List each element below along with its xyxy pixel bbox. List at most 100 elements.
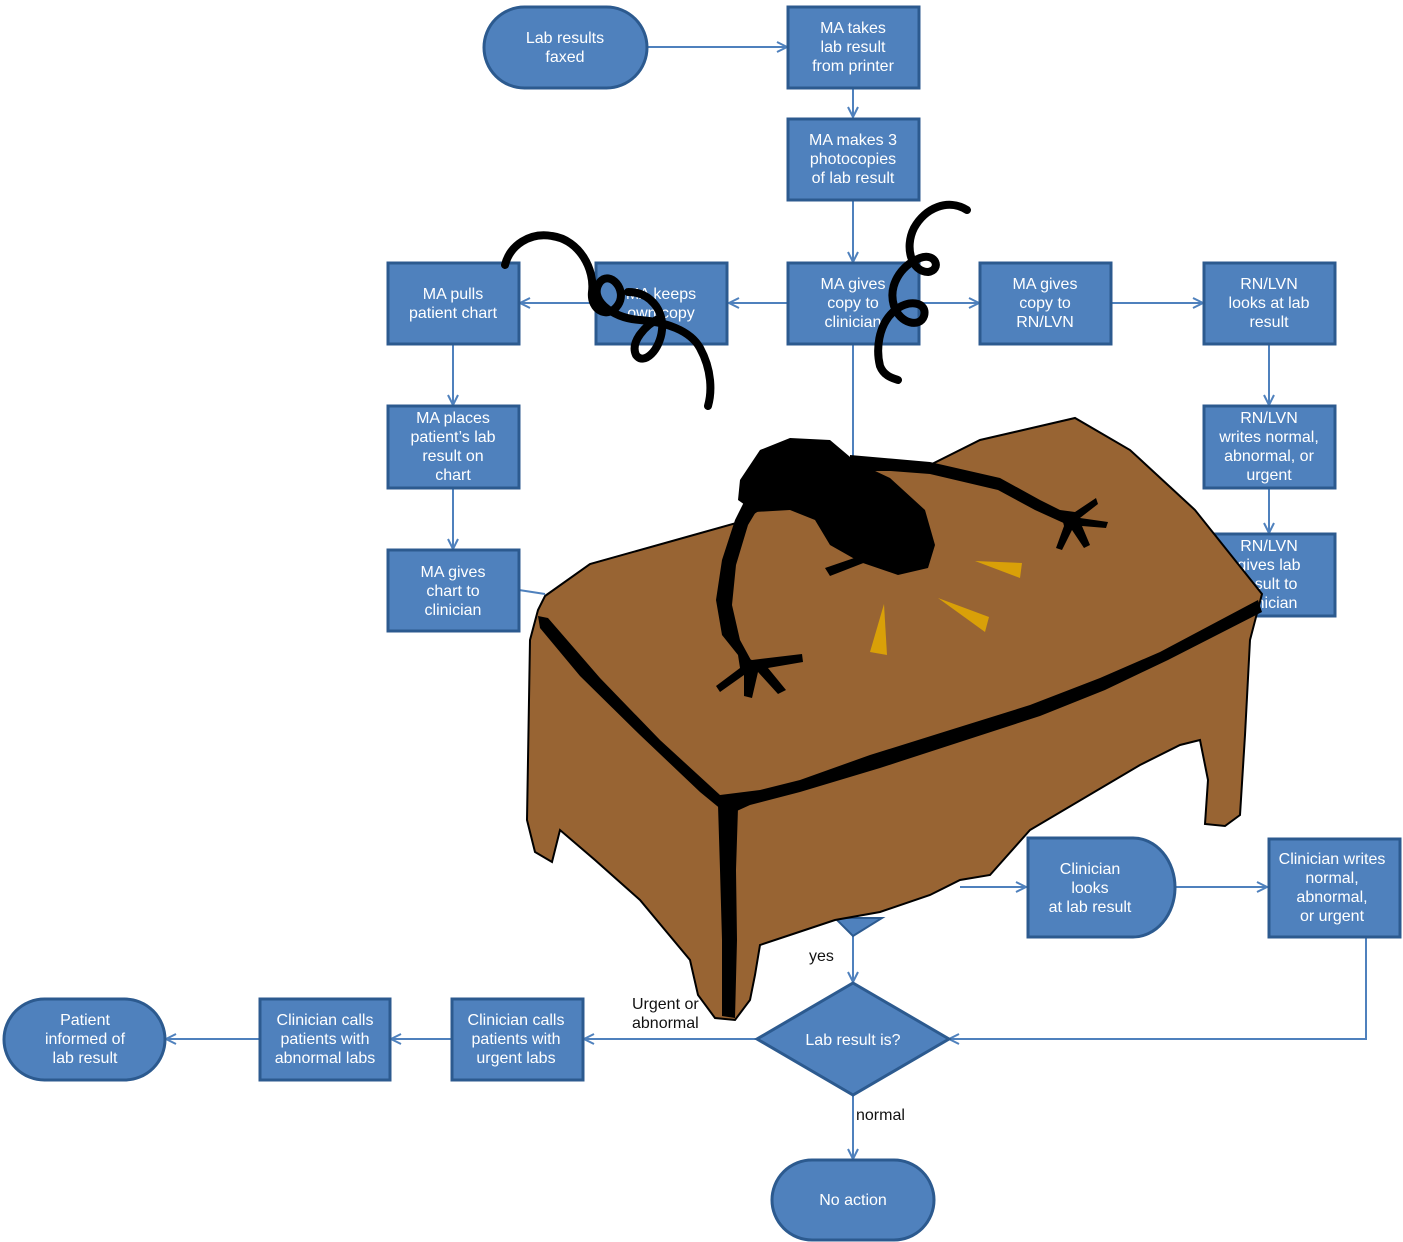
node-ma-gives-rn-line: RN/LVN	[1016, 314, 1074, 331]
node-ma-gives-clinician-line: copy to	[827, 295, 879, 312]
node-patient-informed-line: Patient	[60, 1012, 110, 1029]
node-patient-informed-line: lab result	[53, 1050, 118, 1067]
node-clinician-looks-line: looks	[1071, 880, 1108, 897]
node-ma-places-line: MA places	[416, 410, 490, 427]
node-ma-places: MA places patient’s lab result on chart	[386, 404, 521, 490]
node-clinician-calls-abnormal-line: patients with	[281, 1031, 370, 1048]
node-rn-writes-line: urgent	[1246, 467, 1292, 484]
node-rn-writes: RN/LVN writes normal, abnormal, or urgent	[1202, 404, 1337, 490]
node-clinician-calls-abnormal-line: Clinician calls	[277, 1012, 374, 1029]
node-clinician-looks-line: at lab result	[1049, 899, 1132, 916]
node-rn-looks: RN/LVN looks at lab result	[1202, 261, 1337, 346]
edges	[166, 47, 1367, 1159]
node-patient-informed-line: informed of	[45, 1031, 126, 1048]
node-rn-gives-line: RN/LVN	[1240, 538, 1298, 555]
figure-right-hand-icon	[1056, 498, 1108, 550]
hidden-decision-tip	[832, 917, 886, 938]
node-clinician-calls-abnormal-line: abnormal labs	[275, 1050, 376, 1067]
scribble-right-icon	[874, 200, 971, 384]
node-rn-looks-line: result	[1249, 314, 1289, 331]
node-clinician-writes-line: Clinician writes	[1279, 851, 1386, 868]
decision-lab-result-label: Lab result is?	[805, 1032, 900, 1049]
node-ma-takes-line: MA takes	[820, 20, 886, 37]
impact-mark-icon	[938, 598, 989, 632]
node-ma-gives-clinician-line: clinician	[825, 314, 882, 331]
node-ma-photocopies: MA makes 3 photocopies of lab result	[786, 117, 921, 202]
impact-mark-icon	[870, 604, 887, 655]
node-rn-looks-line: looks at lab	[1229, 295, 1310, 312]
node-clinician-calls-urgent-line: urgent labs	[476, 1050, 555, 1067]
node-ma-gives-rn-line: MA gives	[1013, 276, 1078, 293]
node-clinician-calls-urgent: Clinician calls patients with urgent labs	[450, 997, 585, 1082]
node-ma-gives-chart-line: MA gives	[421, 564, 486, 581]
node-ma-photocopies-line: photocopies	[810, 151, 896, 168]
node-lab-results-faxed-line: faxed	[545, 49, 584, 66]
node-no-action-label: No action	[819, 1192, 887, 1209]
edge-label-normal: normal	[856, 1107, 905, 1124]
desk-body-icon	[525, 416, 1264, 1022]
figure-right-arm-icon	[850, 455, 1070, 525]
node-clinician-calls-urgent-line: Clinician calls	[468, 1012, 565, 1029]
edge-label-yes: yes	[809, 948, 834, 965]
node-rn-writes-line: abnormal, or	[1224, 448, 1314, 465]
node-clinician-calls-urgent-line: patients with	[472, 1031, 561, 1048]
node-clinician-writes-line: normal,	[1305, 870, 1358, 887]
node-ma-photocopies-line: MA makes 3	[809, 132, 897, 149]
node-rn-writes-line: RN/LVN	[1240, 410, 1298, 427]
edge-label-urgent-or-abnormal-line: abnormal	[632, 1015, 699, 1032]
node-clinician-writes: Clinician writes normal, abnormal, or urgen…	[1267, 837, 1402, 939]
impact-mark-icon	[975, 561, 1022, 578]
node-no-action: No action	[770, 1158, 936, 1242]
node-ma-takes-line: lab result	[821, 39, 886, 56]
desk-with-head-banging-figure-icon	[525, 416, 1264, 1022]
node-ma-photocopies-line: of lab result	[812, 170, 895, 187]
node-clinician-writes-line: abnormal,	[1296, 889, 1367, 906]
node-lab-results-faxed-line: Lab results	[526, 30, 604, 47]
node-ma-places-line: patient’s lab	[410, 429, 495, 446]
node-ma-gives-clinician-line: MA gives	[821, 276, 886, 293]
node-clinician-writes-line: or urgent	[1300, 908, 1365, 925]
node-clinician-looks-line: Clinician	[1060, 861, 1120, 878]
node-ma-gives-chart-line: clinician	[425, 602, 482, 619]
node-lab-result-is: Lab result is?	[754, 981, 952, 1097]
edge-gives-chart-right	[518, 589, 546, 595]
node-rn-gives-line: gives lab	[1237, 557, 1300, 574]
figure-head-icon	[738, 438, 935, 575]
edge-clinician-writes-to-lab-result	[949, 938, 1367, 1039]
node-ma-places-line: result on	[422, 448, 483, 465]
edge-label-urgent-or-abnormal-line: Urgent or	[632, 996, 699, 1013]
node-clinician-looks: Clinician looks at lab result	[1026, 836, 1177, 939]
node-rn-looks-line: RN/LVN	[1240, 276, 1298, 293]
figure-shoulder-icon	[825, 556, 866, 576]
node-rn-writes-line: writes normal,	[1218, 429, 1319, 446]
node-ma-pulls-chart-line: patient chart	[409, 305, 498, 322]
figure-left-arm-icon	[716, 500, 760, 662]
node-ma-places-line: chart	[435, 467, 471, 484]
figure-left-hand-icon	[716, 654, 803, 698]
node-lab-results-faxed: Lab results faxed	[482, 5, 649, 90]
node-clinician-calls-abnormal: Clinician calls patients with abnormal lab…	[258, 997, 392, 1082]
desk-corner-edge-icon	[718, 805, 738, 1018]
scribble-left-icon	[501, 231, 715, 410]
